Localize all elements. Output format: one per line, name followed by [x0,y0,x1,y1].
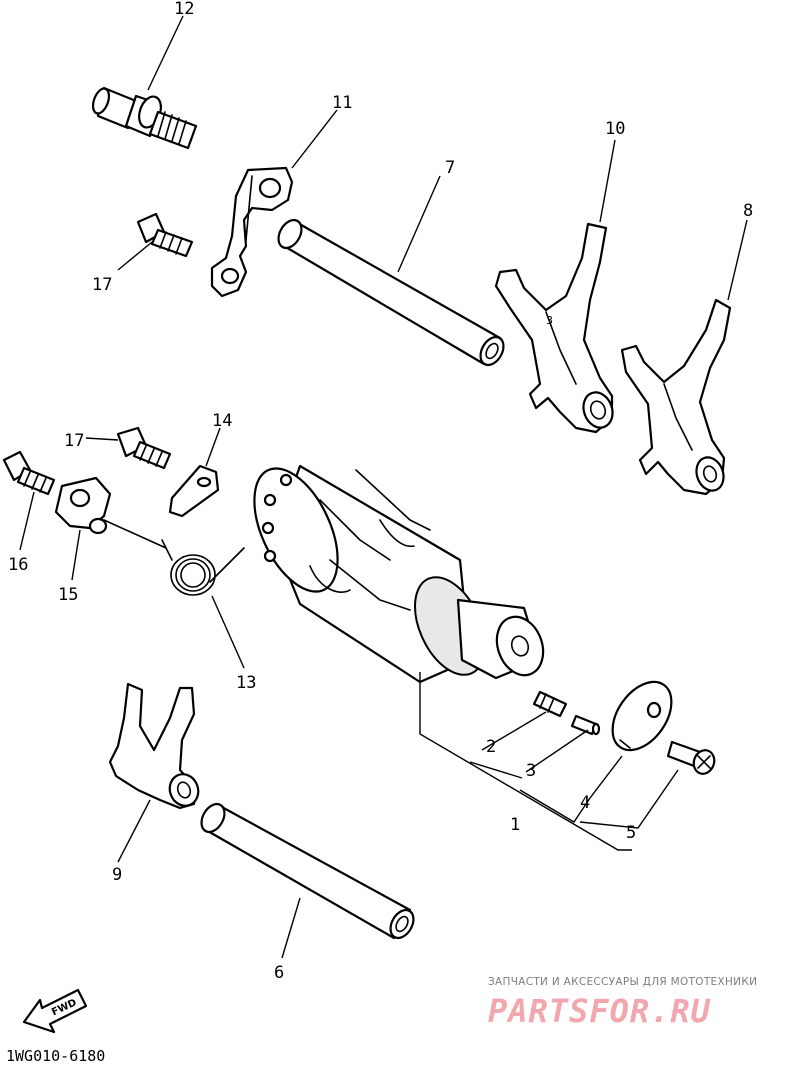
torsion-spring-13 [161,539,245,596]
callout-2: 2 [486,737,496,757]
pin-3 [570,714,601,736]
screw-5 [666,740,716,775]
fwd-arrow: FWD [22,988,88,1034]
callout-17-lower: 17 [64,431,84,451]
watermark-caption: ЗАПЧАСТИ И АКСЕССУАРЫ ДЛЯ МОТОТЕХНИКИ [488,976,757,988]
stud-bolt-12 [91,86,198,150]
callout-11: 11 [332,93,352,113]
watermark-logo: PARTSFOR.RU [488,992,711,1030]
stopper-plate-11 [210,166,294,298]
callout-5: 5 [626,823,636,843]
callout-7: 7 [445,158,455,178]
callouts: 12 11 17 7 10 8 14 17 16 15 13 2 3 4 1 5… [8,0,753,983]
callout-4: 4 [580,793,590,813]
callout-12: 12 [174,0,194,19]
shift-fork-9 [108,682,200,810]
watermark: ЗАПЧАСТИ И АКСЕССУАРЫ ДЛЯ МОТОТЕХНИКИ PA… [488,976,757,1030]
callout-10: 10 [605,119,625,139]
guide-bar-6 [200,802,415,940]
bolt-16 [2,450,56,496]
shift-fork-8 [620,298,732,496]
pin-2 [532,690,568,718]
shift-fork-10: 3 [494,222,614,434]
callout-8: 8 [743,201,753,221]
callout-17-upper: 17 [92,275,112,295]
callout-1: 1 [510,815,520,835]
diagram-code: 1WG010-6180 [6,1047,105,1065]
svg-text:3: 3 [546,314,553,327]
guide-bar-7 [277,218,505,367]
callout-15: 15 [58,585,78,605]
stopper-lever-15 [54,476,167,549]
segment-plate-4 [611,680,673,752]
plate-14 [168,464,220,518]
bolt-17-lower [116,426,172,470]
callout-16: 16 [8,555,28,575]
callout-13: 13 [236,673,256,693]
bolt-17-upper [136,212,194,258]
leader-lines [19,15,748,959]
shift-drum-1 [253,464,545,684]
callout-9: 9 [112,865,122,885]
callout-14: 14 [212,411,232,431]
callout-3: 3 [526,761,536,781]
callout-6: 6 [274,963,284,983]
